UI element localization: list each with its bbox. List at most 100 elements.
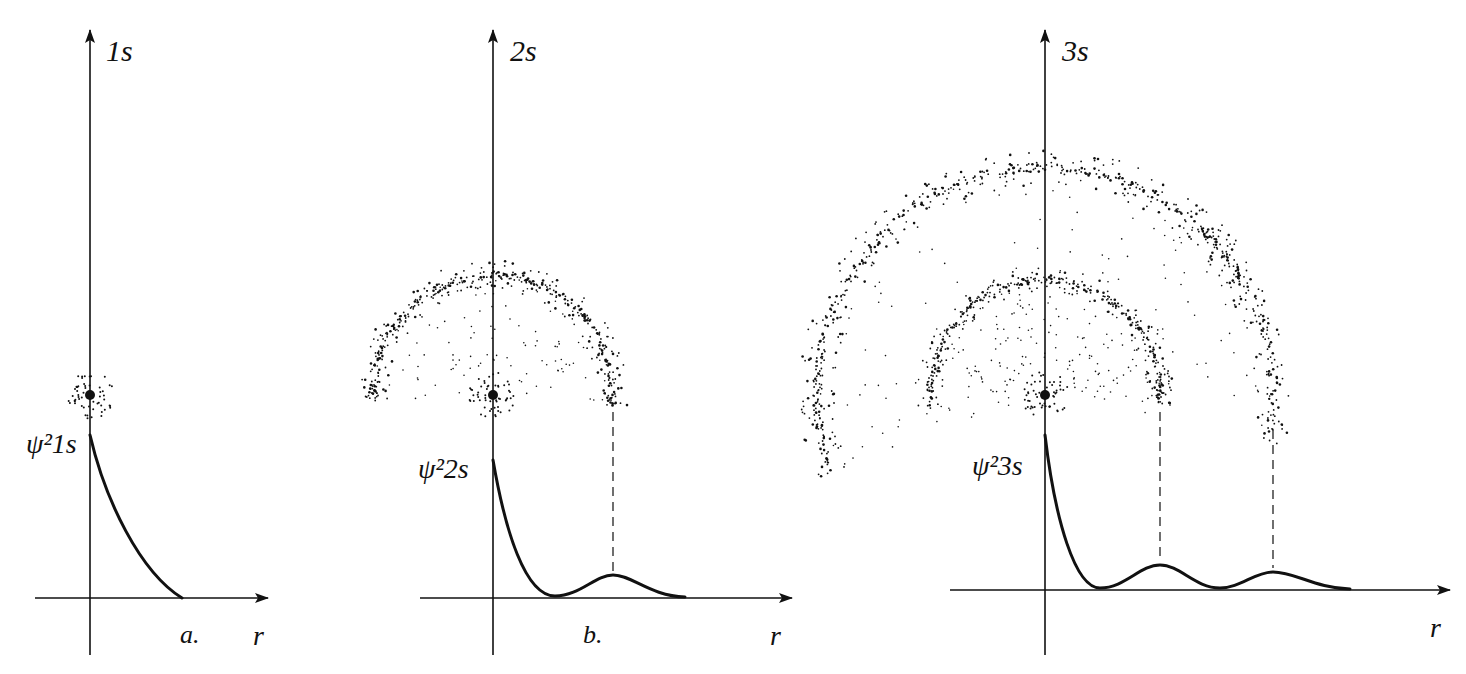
probability-dot xyxy=(1226,253,1228,255)
probability-dot xyxy=(1052,190,1054,192)
probability-dot xyxy=(1024,399,1026,401)
probability-dot xyxy=(938,193,941,196)
probability-dot xyxy=(993,162,995,164)
probability-dot xyxy=(814,378,817,381)
probability-dot xyxy=(960,316,962,318)
probability-dot xyxy=(950,187,952,189)
probability-dot xyxy=(536,385,538,387)
probability-dot xyxy=(1107,177,1109,179)
probability-dot xyxy=(1157,329,1159,331)
probability-dot xyxy=(457,290,459,292)
probability-dot xyxy=(926,383,929,386)
probability-dot xyxy=(1022,307,1024,309)
probability-dot xyxy=(1034,167,1036,169)
probability-dot xyxy=(374,328,377,331)
probability-dot xyxy=(1125,395,1127,397)
probability-dot xyxy=(808,358,811,361)
probability-dot xyxy=(1175,204,1177,206)
probability-dot xyxy=(958,324,960,326)
probability-dot xyxy=(828,296,831,299)
probability-dot xyxy=(927,389,929,391)
probability-dot xyxy=(1224,265,1226,267)
probability-dot xyxy=(393,324,395,326)
probability-dot xyxy=(935,353,937,355)
probability-dot xyxy=(412,291,415,294)
probability-dot xyxy=(1091,355,1093,357)
probability-dot xyxy=(1266,327,1268,329)
probability-dot xyxy=(609,371,611,373)
probability-dot xyxy=(846,278,849,281)
probability-dot xyxy=(1278,421,1280,423)
probability-dot xyxy=(879,281,881,283)
probability-dot xyxy=(610,382,612,384)
probability-dot xyxy=(1153,353,1155,355)
probability-dot xyxy=(1003,329,1005,331)
probability-dot xyxy=(1165,204,1168,207)
probability-dot xyxy=(596,332,599,335)
probability-dot xyxy=(855,238,857,240)
probability-dot xyxy=(848,278,851,281)
probability-dot xyxy=(424,288,426,290)
probability-dot xyxy=(972,177,974,179)
probability-dot xyxy=(423,354,425,356)
probability-dot xyxy=(1025,408,1027,410)
probability-dot xyxy=(519,380,521,382)
probability-dot xyxy=(76,386,78,388)
probability-dot xyxy=(1019,327,1021,329)
probability-dot xyxy=(408,316,410,318)
probability-dot xyxy=(902,214,905,217)
probability-dot xyxy=(1034,381,1036,383)
probability-dot xyxy=(1236,264,1238,266)
probability-dot xyxy=(425,395,427,397)
probability-dot xyxy=(536,289,538,291)
probability-dot xyxy=(486,388,488,390)
probability-dot xyxy=(473,275,475,277)
probability-dot xyxy=(999,284,1001,286)
probability-dot xyxy=(961,311,963,313)
probability-dot xyxy=(1110,391,1112,393)
probability-dot xyxy=(510,397,512,399)
probability-dot xyxy=(609,363,612,366)
probability-dot xyxy=(1036,273,1039,276)
probability-dot xyxy=(1057,410,1059,412)
probability-dot xyxy=(460,290,462,292)
probability-dot xyxy=(1025,356,1027,358)
probability-dot xyxy=(840,316,842,318)
probability-dot xyxy=(1085,290,1088,293)
probability-dot xyxy=(1246,282,1248,284)
probability-dot xyxy=(1149,345,1152,348)
probability-dot xyxy=(962,328,964,330)
probability-dot xyxy=(926,361,928,363)
probability-dot xyxy=(936,195,938,197)
probability-dot xyxy=(1118,279,1120,281)
probability-dot xyxy=(821,453,823,455)
probability-dot xyxy=(466,277,468,279)
probability-dot xyxy=(1178,211,1180,213)
probability-dot xyxy=(421,316,423,318)
probability-dot xyxy=(1273,423,1275,425)
probability-dot xyxy=(1096,289,1099,292)
probability-dot xyxy=(480,286,482,288)
probability-dot xyxy=(819,340,822,343)
probability-dot xyxy=(1020,168,1022,170)
probability-dot xyxy=(933,364,936,367)
probability-dot xyxy=(494,263,496,265)
probability-dot xyxy=(536,340,538,342)
probability-dot xyxy=(1267,417,1269,419)
probability-dot xyxy=(901,215,903,217)
probability-dot xyxy=(532,280,535,283)
probability-dot xyxy=(1158,401,1160,403)
probability-dot xyxy=(1153,356,1156,359)
probability-dot xyxy=(547,288,549,290)
probability-dot xyxy=(1168,401,1171,404)
probability-dot xyxy=(455,273,458,276)
probability-dot xyxy=(1141,329,1143,331)
probability-dot xyxy=(823,359,825,361)
probability-dot xyxy=(1125,314,1127,316)
probability-dot xyxy=(1073,371,1075,373)
probability-dot xyxy=(426,295,428,297)
probability-dot xyxy=(997,284,1000,287)
probability-dot xyxy=(1206,236,1209,239)
probability-dot xyxy=(1017,303,1019,305)
probability-dot xyxy=(815,383,817,385)
